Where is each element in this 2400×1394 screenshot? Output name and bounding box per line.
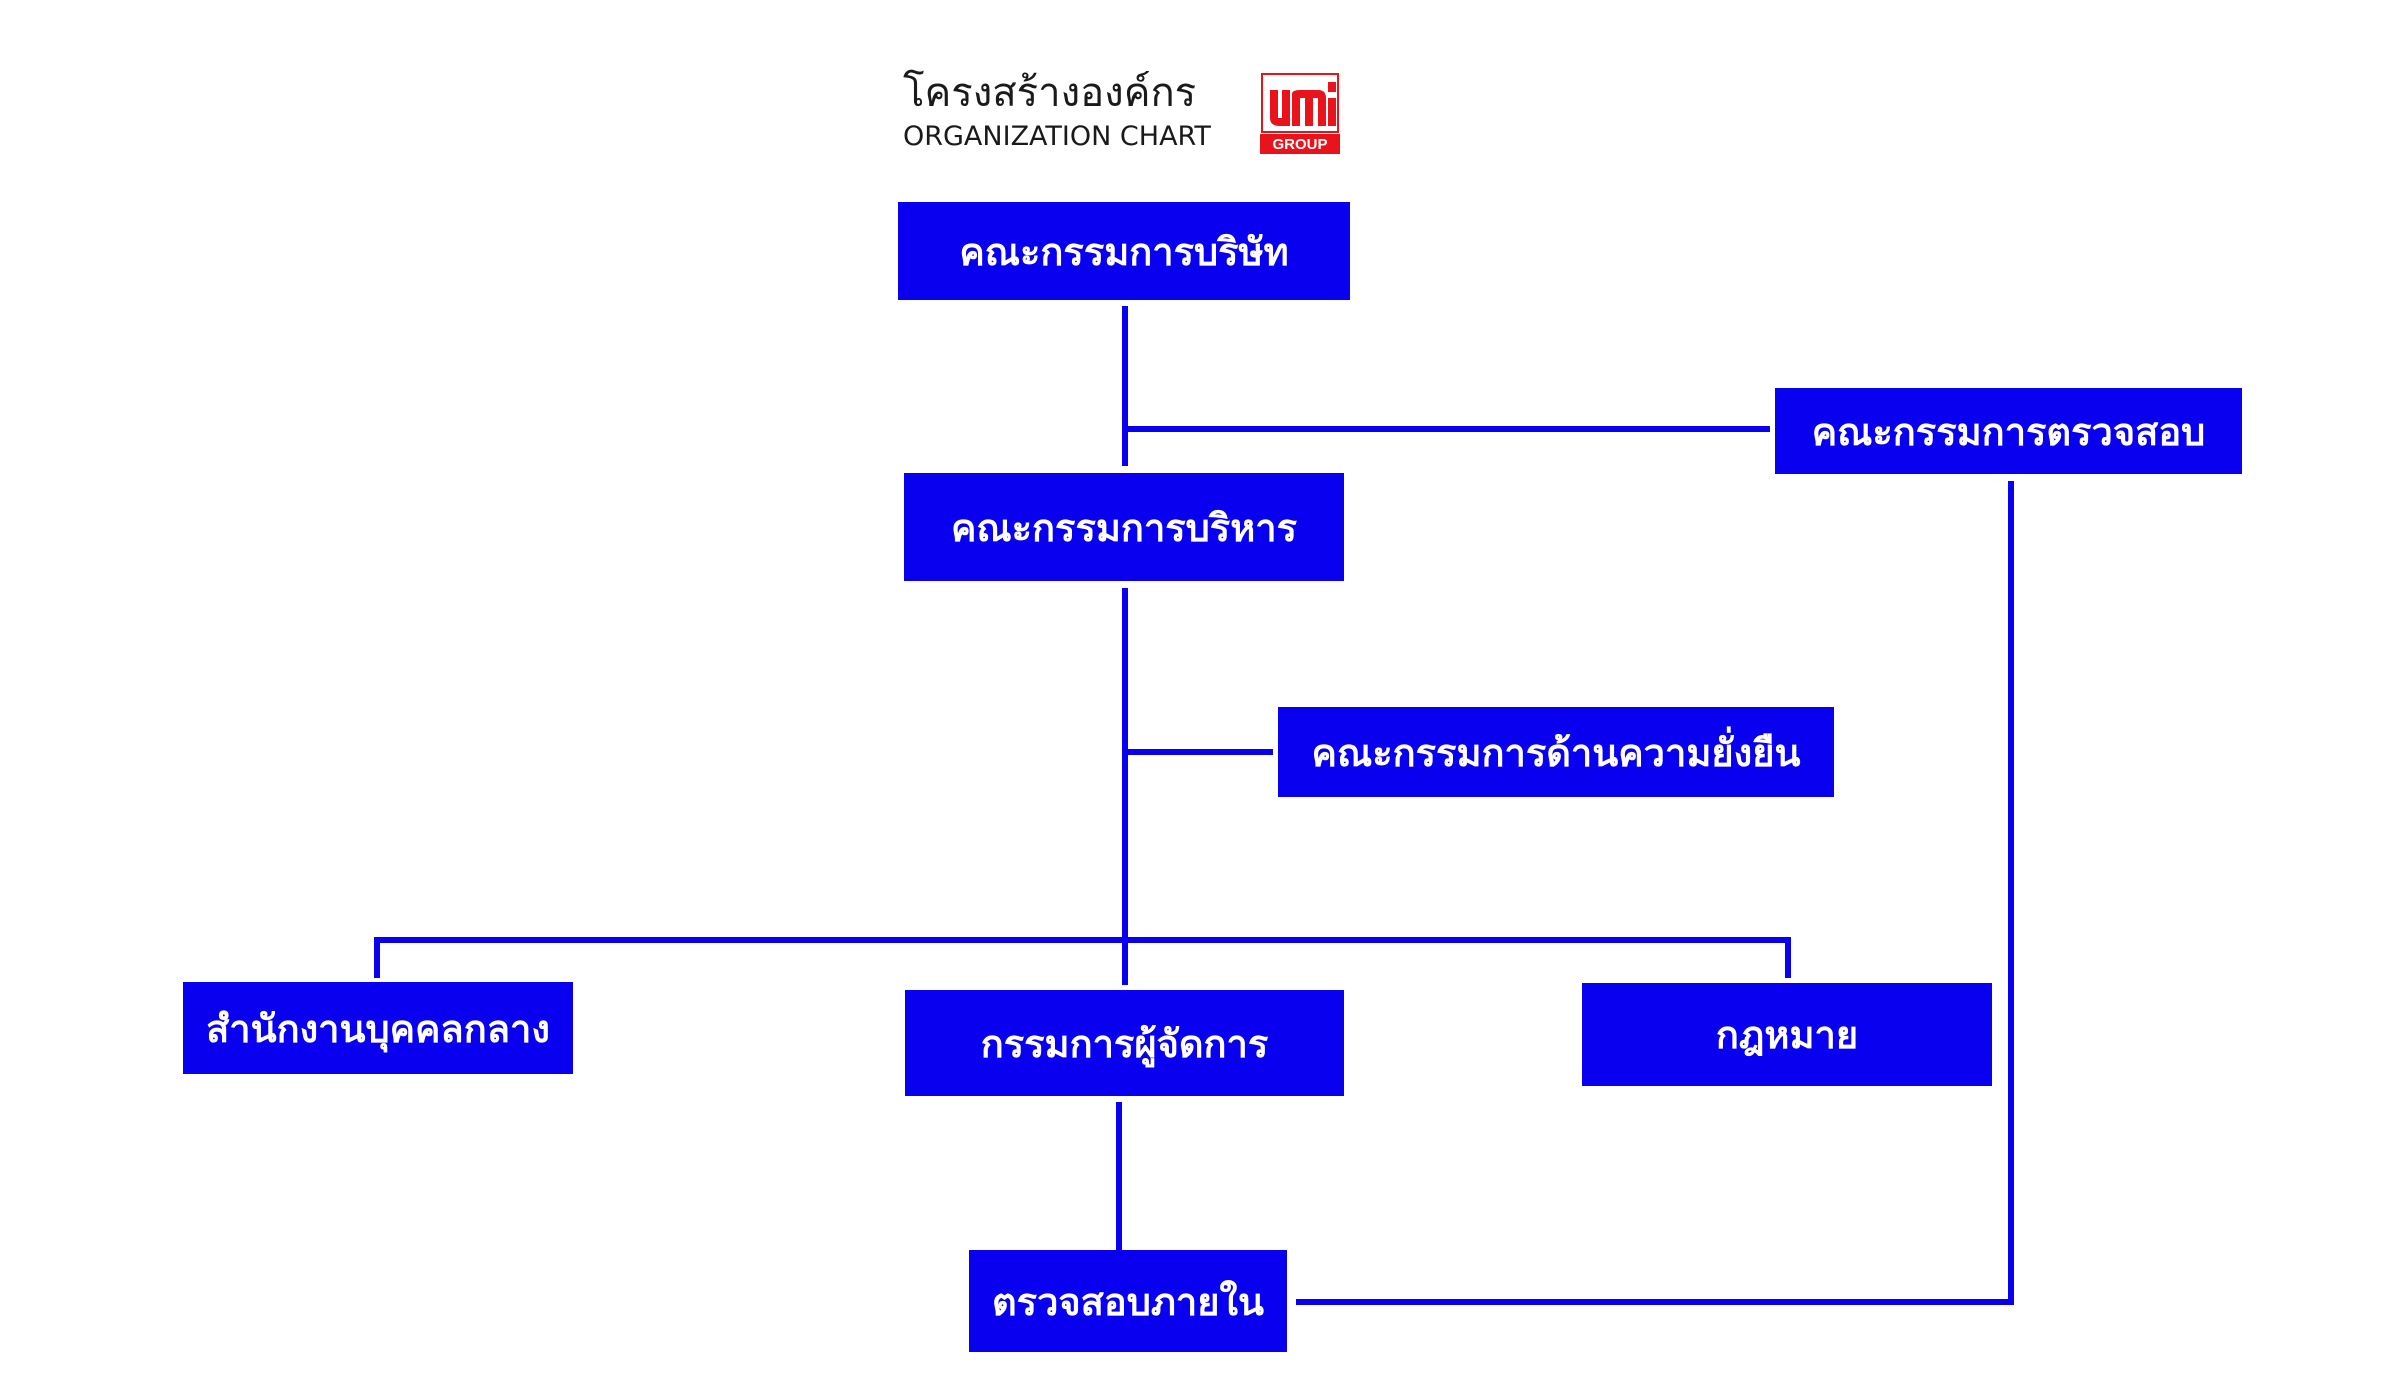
- node-executive-committee[interactable]: คณะกรรมการบริหาร: [904, 473, 1344, 581]
- node-legal[interactable]: กฎหมาย: [1582, 983, 1992, 1086]
- node-board-of-directors[interactable]: คณะกรรมการบริษัท: [898, 202, 1350, 300]
- node-internal-audit[interactable]: ตรวจสอบภายใน: [969, 1250, 1287, 1352]
- chart-header: โครงสร้างองค์กร ORGANIZATION CHART GROUP: [903, 68, 1343, 158]
- node-central-hr-office[interactable]: สำนักงานบุคคลกลาง: [183, 982, 573, 1074]
- node-audit-committee[interactable]: คณะกรรมการตรวจสอบ: [1775, 388, 2242, 474]
- header-title-thai: โครงสร้างองค์กร: [903, 70, 1197, 116]
- node-sustainability-committee[interactable]: คณะกรรมการด้านความยั่งยืน: [1278, 707, 1834, 797]
- umi-group-logo: GROUP: [1260, 73, 1340, 154]
- header-title-english: ORGANIZATION CHART: [903, 121, 1211, 152]
- logo-sub-text: GROUP: [1272, 136, 1327, 153]
- line-audit-committee-to-internal-audit: [1296, 481, 2014, 1305]
- node-managing-director[interactable]: กรรมการผู้จัดการ: [905, 990, 1344, 1096]
